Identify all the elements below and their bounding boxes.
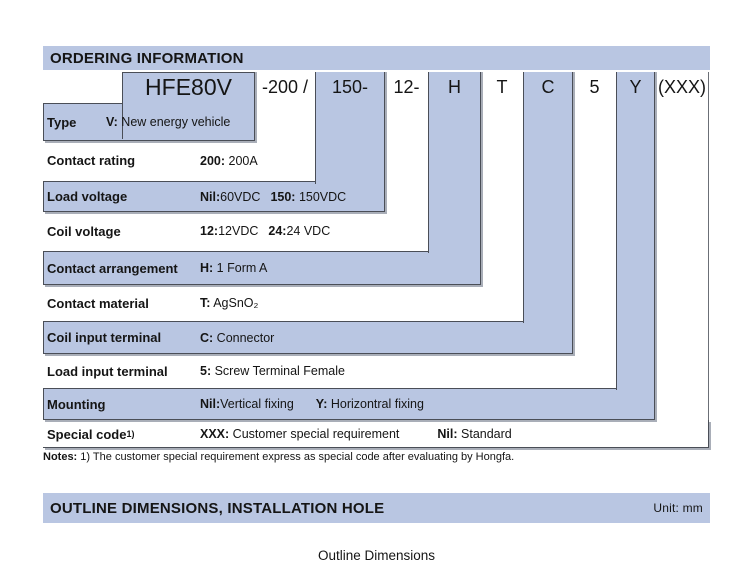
load-voltage-row-box (43, 181, 385, 212)
part-segment-prefix: HFE80V (145, 73, 232, 100)
part-segment-load-input-terminal: 5 (589, 76, 600, 97)
value-desc: 60VDC (220, 189, 261, 204)
part-segment-coil-voltage: 12- (393, 76, 420, 97)
value-code: T: (200, 296, 211, 310)
value-code: 5: (200, 364, 212, 378)
row-value-load-voltage: Nil:60VDC 150: 150VDC (200, 181, 346, 212)
row-value-coil-voltage: 12:12VDC 24:24 VDC (200, 212, 330, 250)
value-code: 12: (200, 224, 219, 238)
row-value-contact-material: T: AgSnO₂ (200, 285, 258, 321)
part-segment-contact-rating: -200 / (261, 76, 309, 97)
row-label-load-input-terminal: Load input terminal (47, 354, 168, 388)
value-desc: New energy vehicle (117, 115, 231, 129)
value-desc: 1 Form A (213, 261, 268, 275)
row-value-mounting: Nil:Vertical fixing Y: Horizontral fixing (200, 388, 424, 420)
coil-input-terminal-row-box (43, 321, 573, 354)
row-label-type-text: Type (47, 114, 77, 130)
row-label-mounting-text: Mounting (47, 396, 106, 412)
value-desc: Standard (457, 427, 512, 441)
mounting-row-box (43, 388, 655, 420)
special-code-column-outline (655, 72, 709, 448)
part-segment-special-code: (XXX) (657, 76, 706, 97)
row-label-coil-input-terminal: Coil input terminal (47, 321, 161, 354)
row-label-contact-arrangement: Contact arrangement (47, 251, 178, 285)
value-code: 150: (270, 189, 296, 204)
outline-dimensions-title: OUTLINE DIMENSIONS, INSTALLATION HOLE (50, 499, 385, 517)
part-segment-contact-material: T (496, 76, 508, 97)
row-label-load-voltage-text: Load voltage (47, 189, 128, 204)
row-label-coil-voltage: Coil voltage (47, 212, 121, 250)
value-code: V: (106, 115, 118, 129)
row-label-mounting: Mounting (47, 388, 105, 420)
row-value-contact-arrangement: H: 1 Form A (200, 251, 267, 285)
ordering-information-title: ORDERING INFORMATION (50, 49, 244, 67)
value-code: Nil: (200, 397, 221, 411)
part-segment-contact-arrangement: H (448, 76, 461, 97)
part-segment-mounting: Y (629, 76, 642, 97)
outline-dimensions-header: OUTLINE DIMENSIONS, INSTALLATION HOLE Un… (43, 493, 710, 523)
row-label-special-code-text: Special code (47, 426, 127, 442)
footnote-text: 1) The customer special requirement expr… (77, 451, 515, 463)
row-value-contact-rating: 200: 200A (200, 141, 258, 180)
row-label-contact-material-text: Contact material (47, 295, 149, 311)
part-segment-coil-input-terminal: C (541, 76, 555, 97)
value-desc: Horizontral fixing (327, 397, 424, 411)
part-segment-load-voltage: 150- (331, 76, 369, 97)
row-label-contact-arrangement-text: Contact arrangement (47, 260, 178, 276)
part-prefix-box (122, 72, 255, 139)
value-desc: 200A (225, 153, 258, 168)
value-desc: Screw Terminal Female (211, 364, 345, 378)
value-desc: AgSnO₂ (210, 296, 259, 310)
value-code: XXX: (200, 427, 230, 441)
ordering-information-header: ORDERING INFORMATION (43, 46, 710, 70)
row-label-coil-voltage-text: Coil voltage (47, 223, 121, 239)
unit-label: Unit: mm (653, 501, 703, 515)
value-code: 24: (268, 224, 287, 238)
mounting-column-strip (616, 72, 655, 390)
value-desc: 12VDC (218, 224, 259, 238)
value-desc: 24 VDC (286, 224, 331, 238)
row-value-type: V: New energy vehicle (106, 103, 230, 141)
footnote-prefix: Notes: (43, 451, 78, 463)
row-value-load-input-terminal: 5: Screw Terminal Female (200, 354, 345, 388)
value-desc: Connector (213, 330, 275, 345)
value-desc: Customer special requirement (229, 427, 400, 441)
value-code: Y: (315, 397, 328, 411)
value-code: Nil: (437, 427, 458, 441)
row-label-load-input-terminal-text: Load input terminal (47, 363, 168, 379)
row-label-contact-rating: Contact rating (47, 141, 135, 180)
contact-arrangement-column-strip (428, 72, 481, 253)
row-label-contact-rating-text: Contact rating (47, 153, 136, 168)
value-code: Nil: (200, 189, 221, 204)
row-label-type: Type (47, 103, 76, 141)
row-label-coil-input-terminal-text: Coil input terminal (47, 330, 162, 345)
row-label-load-voltage: Load voltage (47, 181, 127, 212)
value-code: C: (200, 330, 214, 345)
special-code-row-box (43, 420, 709, 448)
value-desc: Vertical fixing (220, 397, 294, 411)
outline-dimensions-caption: Outline Dimensions (317, 548, 436, 563)
contact-arrangement-row-box (43, 251, 481, 285)
value-code: H: (200, 261, 214, 275)
value-code: 200: (200, 153, 226, 168)
footnote: Notes: 1) The customer special requireme… (43, 451, 514, 463)
coil-input-terminal-column-strip (523, 72, 573, 323)
load-voltage-column-strip (315, 72, 385, 184)
value-desc: 150VDC (295, 189, 347, 204)
row-label-contact-material: Contact material (47, 285, 149, 321)
row-value-special-code: XXX: Customer special requirement Nil: St… (200, 420, 512, 448)
row-value-coil-input-terminal: C: Connector (200, 321, 274, 354)
